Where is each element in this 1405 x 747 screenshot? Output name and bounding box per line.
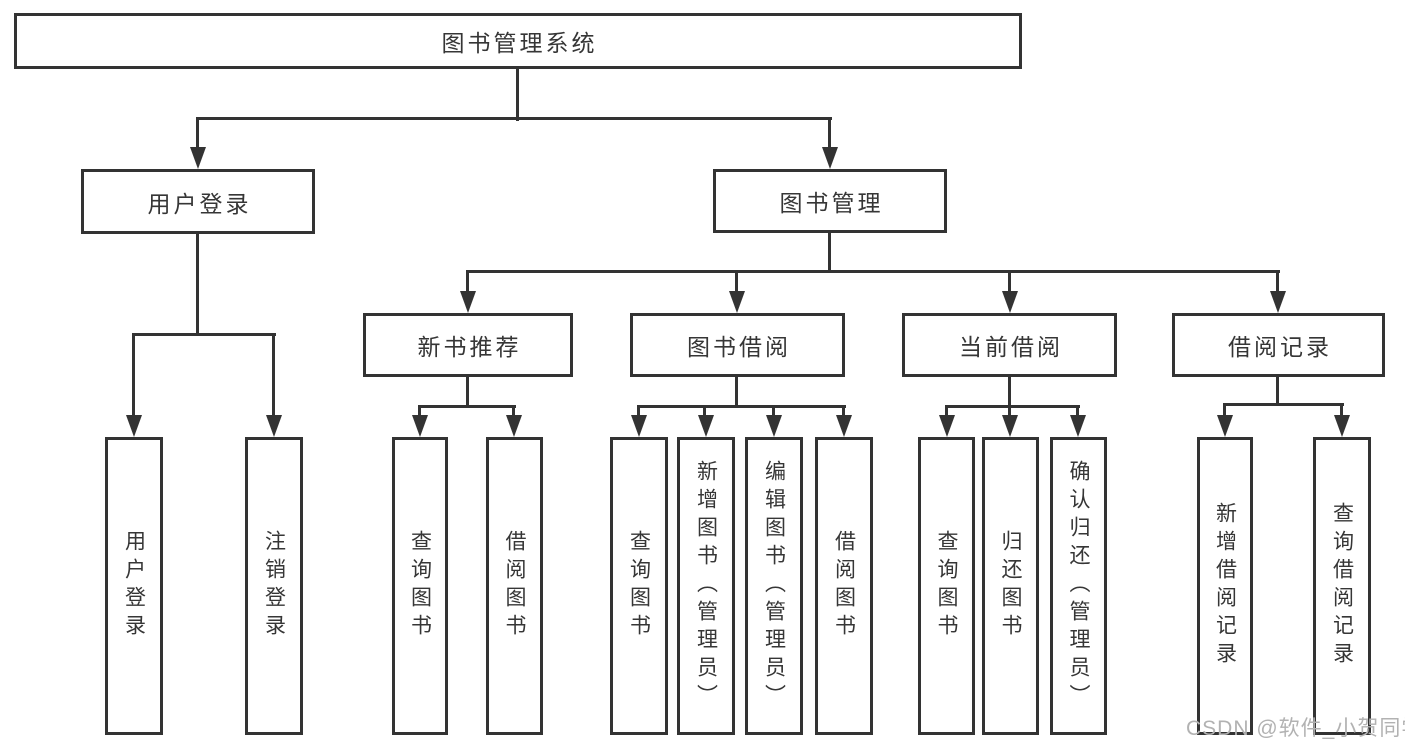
connector-recommend-drop-2 — [512, 405, 515, 417]
node-current-borrow: 当前借阅 — [902, 313, 1117, 377]
connector-bookmgmt-branch — [466, 270, 1280, 273]
arrow-down-icon — [1217, 415, 1233, 437]
arrow-down-icon — [190, 147, 206, 169]
connector-bookmgmt-stem — [828, 233, 831, 272]
leaf-logout-login-label: 注销登录 — [262, 530, 286, 642]
connector-bookborrow-drop-4 — [842, 405, 845, 417]
arrow-down-icon — [1334, 415, 1350, 437]
leaf-query-borrow-record: 查询借阅记录 — [1313, 437, 1371, 735]
node-user-login: 用户登录 — [81, 169, 315, 234]
connector-recommend-stem — [466, 377, 469, 407]
leaf-query-borrow-record-label: 查询借阅记录 — [1330, 502, 1354, 670]
connector-root-drop-left — [196, 117, 199, 149]
connector-bookmgmt-drop-1 — [466, 270, 469, 293]
leaf-return-books: 归还图书 — [982, 437, 1039, 735]
leaf-confirm-return-admin-label: 确认归还（管理员） — [1067, 460, 1090, 712]
arrow-down-icon — [1070, 415, 1086, 437]
connector-userlogin-branch — [132, 333, 276, 336]
leaf-add-books-admin-label: 新增图书（管理员） — [694, 460, 718, 712]
connector-root-branch — [196, 117, 832, 120]
connector-records-drop-1 — [1223, 403, 1226, 417]
leaf-query-books-borrow-label: 查询图书 — [627, 530, 651, 642]
arrow-down-icon — [412, 415, 428, 437]
connector-bookborrow-drop-1 — [637, 405, 640, 417]
node-root: 图书管理系统 — [14, 13, 1022, 69]
leaf-borrow-books: 借阅图书 — [815, 437, 873, 735]
connector-records-stem — [1276, 377, 1279, 405]
leaf-query-books-borrow: 查询图书 — [610, 437, 668, 735]
connector-userlogin-stem — [196, 234, 199, 335]
node-borrow-records: 借阅记录 — [1172, 313, 1385, 377]
csdn-watermark: CSDN @软件_小贺同学 — [1186, 717, 1405, 740]
leaf-add-books-admin: 新增图书（管理员） — [677, 437, 735, 735]
arrow-down-icon — [506, 415, 522, 437]
leaf-query-books-current-label: 查询图书 — [935, 530, 958, 642]
connector-bookmgmt-drop-3 — [1008, 270, 1011, 293]
connector-currentborrow-drop-2 — [1008, 405, 1011, 417]
connector-userlogin-drop-1 — [132, 333, 135, 417]
leaf-user-login-label: 用户登录 — [122, 530, 146, 642]
node-book-management: 图书管理 — [713, 169, 947, 233]
node-user-login-label: 用户登录 — [147, 190, 252, 217]
arrow-down-icon — [822, 147, 838, 169]
arrow-down-icon — [631, 415, 647, 437]
node-book-management-label: 图书管理 — [779, 190, 884, 216]
arrow-down-icon — [1002, 291, 1018, 313]
node-root-label: 图书管理系统 — [441, 30, 598, 56]
leaf-confirm-return-admin: 确认归还（管理员） — [1050, 437, 1107, 735]
connector-records-drop-2 — [1340, 403, 1343, 417]
arrow-down-icon — [836, 415, 852, 437]
node-borrow-records-label: 借阅记录 — [1228, 334, 1332, 360]
leaf-edit-books-admin: 编辑图书（管理员） — [745, 437, 803, 735]
leaf-logout-login: 注销登录 — [245, 437, 303, 735]
connector-recommend-branch — [418, 405, 516, 408]
leaf-borrow-books-recommend: 借阅图书 — [486, 437, 543, 735]
connector-recommend-drop-1 — [418, 405, 421, 417]
connector-bookmgmt-drop-4 — [1276, 270, 1279, 293]
connector-bookborrow-stem — [735, 377, 738, 407]
arrow-down-icon — [266, 415, 282, 437]
node-book-borrow: 图书借阅 — [630, 313, 845, 377]
arrow-down-icon — [1270, 291, 1286, 313]
arrow-down-icon — [766, 415, 782, 437]
connector-records-branch — [1223, 403, 1344, 406]
leaf-query-books-recommend-label: 查询图书 — [408, 530, 432, 642]
connector-root-drop-right — [828, 117, 831, 149]
connector-currentborrow-stem — [1008, 377, 1011, 407]
arrow-down-icon — [939, 415, 955, 437]
node-book-borrow-label: 图书借阅 — [687, 334, 791, 360]
connector-userlogin-drop-2 — [272, 333, 275, 417]
connector-currentborrow-drop-1 — [945, 405, 948, 417]
leaf-borrow-books-recommend-label: 借阅图书 — [503, 530, 526, 642]
arrow-down-icon — [460, 291, 476, 313]
connector-bookmgmt-drop-2 — [735, 270, 738, 293]
connector-root-stem — [516, 69, 519, 121]
leaf-edit-books-admin-label: 编辑图书（管理员） — [762, 460, 786, 712]
arrow-down-icon — [729, 291, 745, 313]
leaf-query-books-current: 查询图书 — [918, 437, 975, 735]
connector-bookborrow-branch — [637, 405, 846, 408]
node-new-book-recommend: 新书推荐 — [363, 313, 573, 377]
connector-currentborrow-branch — [945, 405, 1080, 408]
leaf-add-borrow-record-label: 新增借阅记录 — [1213, 502, 1237, 670]
connector-currentborrow-drop-3 — [1076, 405, 1079, 417]
leaf-borrow-books-label: 借阅图书 — [832, 530, 856, 642]
leaf-user-login: 用户登录 — [105, 437, 163, 735]
arrow-down-icon — [698, 415, 714, 437]
node-current-borrow-label: 当前借阅 — [959, 334, 1063, 360]
leaf-return-books-label: 归还图书 — [999, 530, 1022, 642]
leaf-add-borrow-record: 新增借阅记录 — [1197, 437, 1253, 735]
node-new-book-recommend-label: 新书推荐 — [417, 334, 522, 360]
arrow-down-icon — [126, 415, 142, 437]
connector-bookborrow-drop-2 — [703, 405, 706, 417]
arrow-down-icon — [1002, 415, 1018, 437]
connector-bookborrow-drop-3 — [772, 405, 775, 417]
leaf-query-books-recommend: 查询图书 — [392, 437, 448, 735]
